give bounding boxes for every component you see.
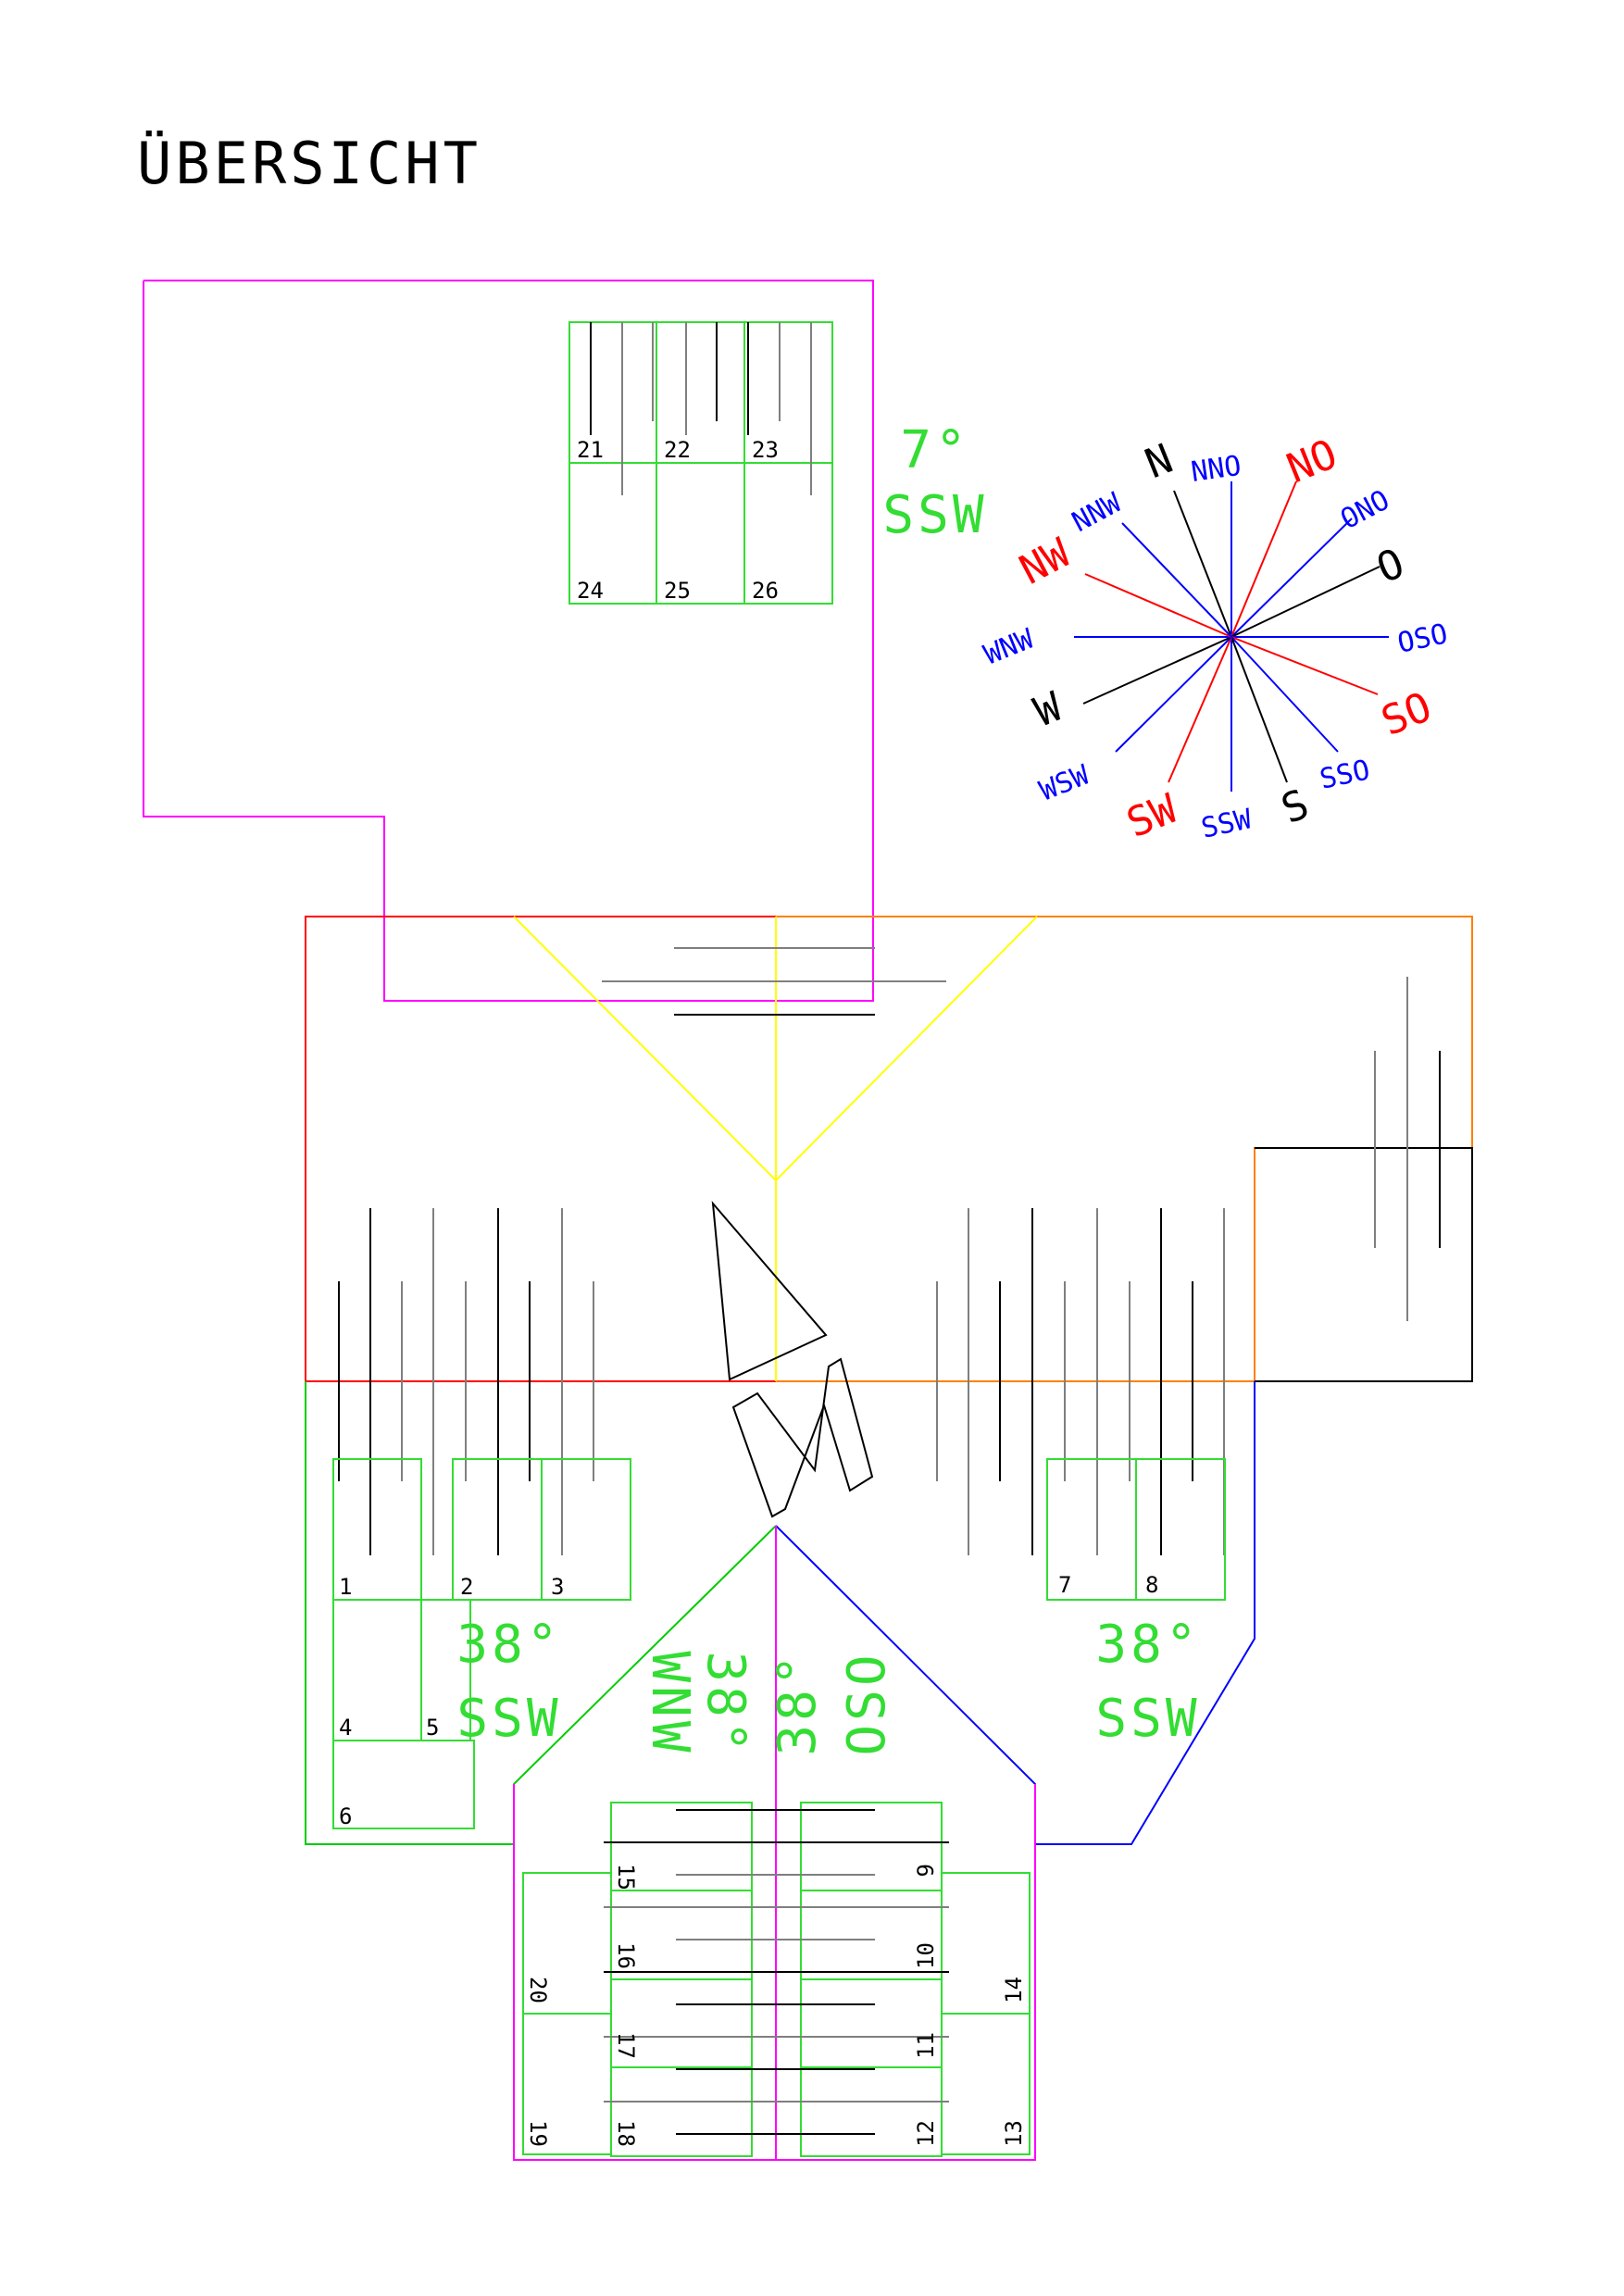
compass-label-wnw: WNW: [980, 622, 1039, 671]
compass-ray-w: [1082, 636, 1232, 705]
compass-label-sw: SW: [1120, 785, 1184, 847]
panel-label: 21: [577, 437, 604, 463]
panel-label: 4: [339, 1715, 352, 1741]
compass-ray-sso: [1230, 636, 1339, 753]
panel-label: 6: [339, 1803, 352, 1829]
panel-label: 9: [913, 1864, 939, 1877]
right-dormer-rails: [1374, 977, 1441, 1321]
panel-label: 17: [613, 2032, 639, 2059]
panel-label: 12: [913, 2120, 939, 2147]
compass-label-s: S: [1275, 780, 1316, 833]
panel-label: 8: [1145, 1572, 1158, 1598]
slope-angle-mid-left: 38°: [695, 1651, 756, 1755]
compass-ray-s: [1230, 636, 1288, 783]
compass-ray-o: [1230, 566, 1380, 638]
compass-label-oso: OSO: [1394, 618, 1450, 660]
slope-dir-top: SSW: [882, 485, 987, 545]
panel-label: 20: [525, 1977, 551, 2003]
upper-flat-roof: [143, 280, 874, 1002]
compass-ray-ono: [1230, 518, 1353, 638]
roof-left-outline: [305, 916, 776, 1382]
panel-label: 25: [664, 578, 691, 604]
panel-label: 18: [613, 2120, 639, 2147]
upper-roof-outline: [143, 280, 874, 1002]
panel-label: 14: [1001, 1977, 1027, 2003]
slope-dir-mid-right: OSO: [837, 1651, 897, 1755]
north-arrow: [711, 1200, 874, 1518]
panel-group-gable: [522, 1802, 1031, 2157]
north-letter-icon: [731, 1357, 874, 1518]
gable-outline: [513, 1784, 1036, 2161]
compass-label-sso: SSO: [1317, 754, 1372, 796]
compass-label-ono: ONO: [1335, 484, 1394, 536]
panel-8: [1135, 1458, 1226, 1601]
compass-ray-so: [1230, 636, 1379, 695]
compass-ray-nw: [1084, 573, 1232, 638]
panel-label: 1: [339, 1574, 352, 1600]
panel-label: 22: [664, 437, 691, 463]
panel-group-upper: [568, 321, 833, 605]
compass-ray-no: [1230, 480, 1297, 638]
panel-label: 10: [913, 1942, 939, 1969]
lower-left-outline: [305, 1381, 777, 1845]
left-roof-rails: [338, 1208, 594, 1555]
slope-dir-right: SSW: [1095, 1689, 1200, 1749]
panel-label: 2: [460, 1574, 473, 1600]
ridge-bars: [602, 947, 946, 1016]
panel-group-right: [1046, 1458, 1226, 1601]
compass-label-nno: NNO: [1189, 450, 1243, 489]
slope-dir-left: SSW: [456, 1689, 561, 1749]
compass-label-o: O: [1370, 540, 1411, 593]
panel-label: 3: [551, 1574, 564, 1600]
compass-label-wsw: WSW: [1035, 758, 1094, 807]
main-roof: [305, 916, 1473, 2161]
panel-label: 11: [913, 2032, 939, 2059]
upper-rails: [590, 322, 812, 495]
compass-label-nw: NW: [1012, 530, 1078, 594]
compass-label-no: NO: [1280, 430, 1343, 493]
panel-group-left: [332, 1458, 631, 1829]
compass-label-nnw: NNW: [1067, 486, 1127, 539]
panel-19: [522, 2013, 612, 2155]
compass-ray-nnw: [1121, 522, 1232, 638]
panel-label: 16: [613, 1942, 639, 1969]
compass-label-ssw: SSW: [1198, 803, 1255, 845]
north-arrow-icon: [711, 1200, 828, 1381]
page-title: ÜBERSICHT: [137, 130, 481, 197]
panel-label: 19: [525, 2120, 551, 2147]
compass-ray-n: [1173, 490, 1232, 638]
panel-3: [541, 1458, 631, 1601]
panel-label: 5: [426, 1715, 439, 1741]
panel-label: 23: [752, 437, 779, 463]
slope-dir-mid-left: WNW: [640, 1651, 700, 1755]
compass-ray-wsw: [1115, 636, 1232, 753]
compass-label-w: W: [1028, 683, 1068, 736]
compass-ray-sw: [1168, 636, 1232, 783]
slope-angle-right: 38°: [1095, 1615, 1200, 1675]
panel-6: [332, 1740, 475, 1829]
panel-label: 7: [1058, 1572, 1071, 1598]
panel-label: 24: [577, 578, 604, 604]
dormer-step-outline: [1255, 1147, 1473, 1382]
compass-label-n: N: [1139, 435, 1180, 488]
panel-label: 15: [613, 1864, 639, 1890]
compass-label-so: SO: [1375, 683, 1438, 745]
panel-26: [743, 462, 833, 605]
slope-angle-top: 7°: [900, 420, 969, 480]
lower-right-outline: [775, 1381, 1255, 1845]
panel-label: 13: [1001, 2120, 1027, 2147]
gable-rails: [604, 1809, 949, 2135]
compass-rose: [1074, 480, 1389, 792]
panel-label: 26: [752, 578, 779, 604]
slope-angle-mid-right: 38°: [768, 1651, 828, 1755]
panel-13: [941, 2013, 1031, 2155]
slope-angle-left: 38°: [456, 1615, 561, 1675]
